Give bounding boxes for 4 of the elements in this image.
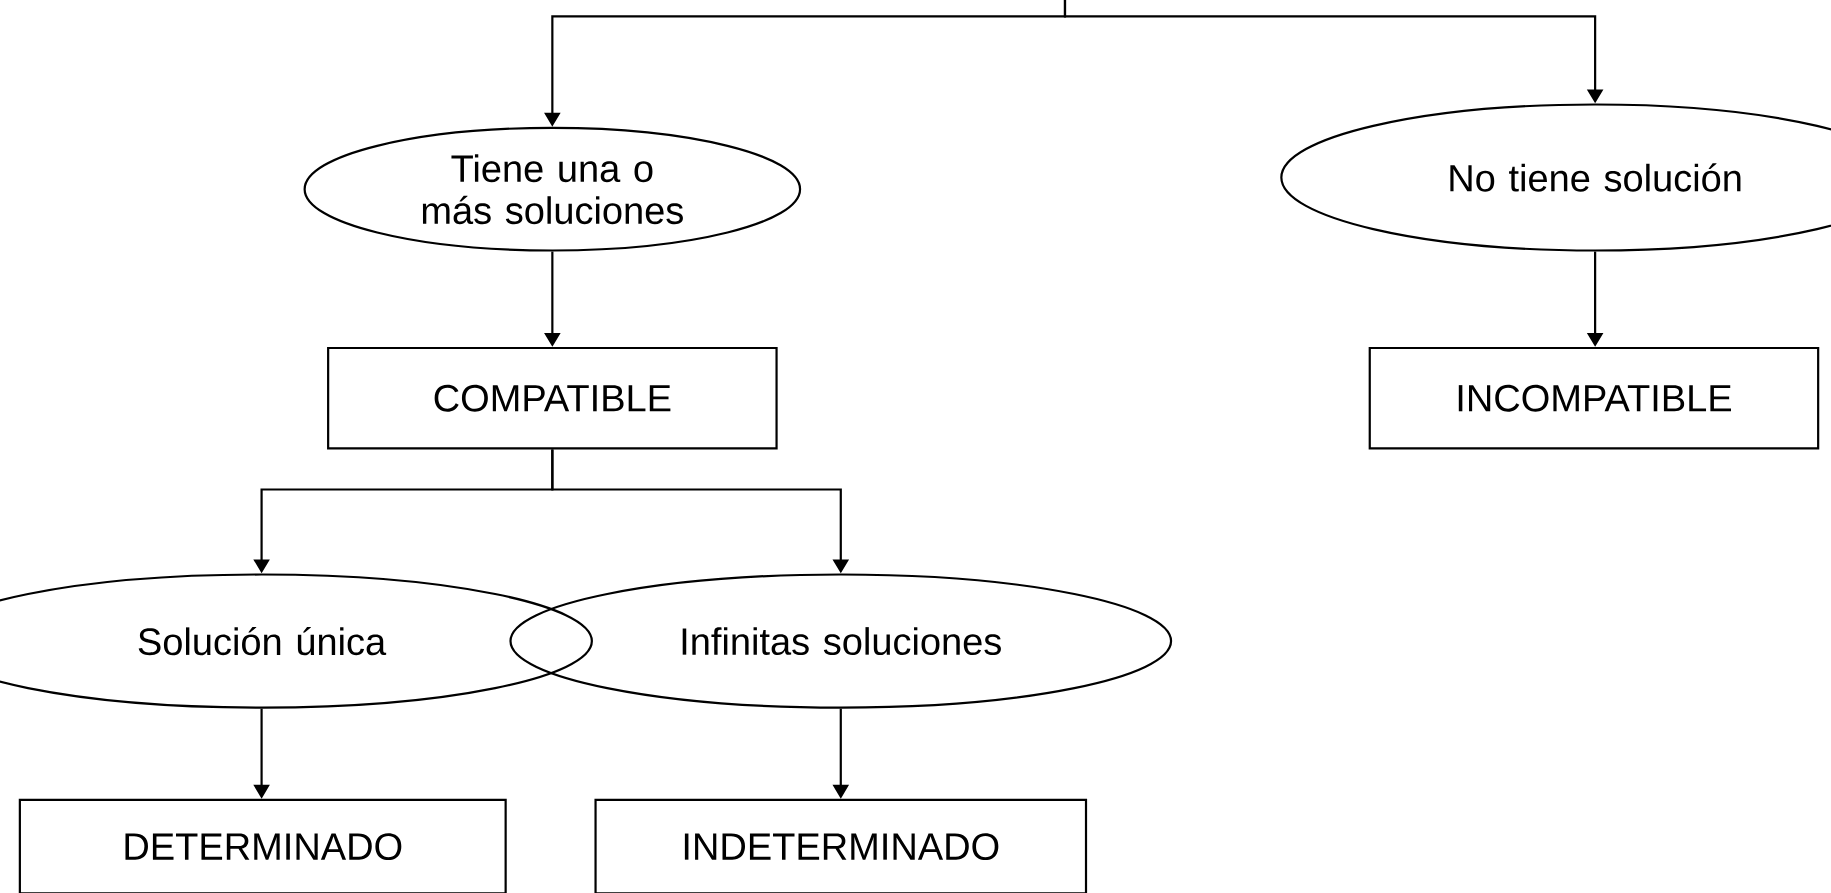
ellipse-node: Infinitas soluciones [509,573,1173,709]
ellipse-node: Tiene una o más soluciones [303,126,802,252]
rectangle-box: INCOMPATIBLE [1368,346,1820,450]
rectangle-box: COMPATIBLE [327,346,778,450]
